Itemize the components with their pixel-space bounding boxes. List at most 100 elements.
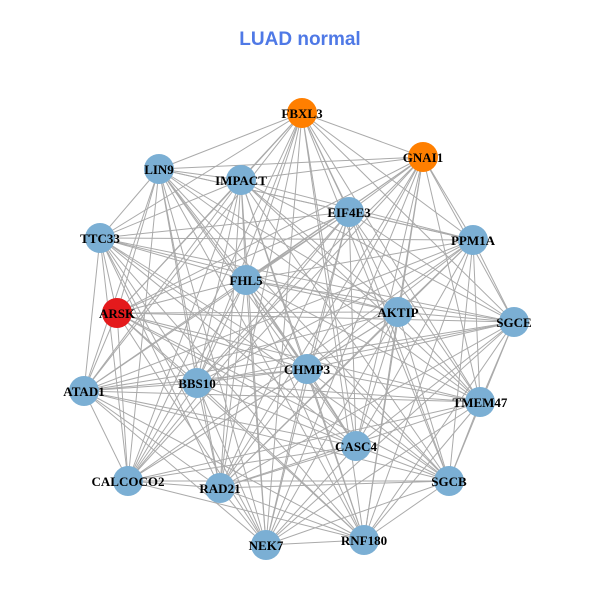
edge-TTC33-BBS10 [99, 237, 198, 384]
node-circle [226, 165, 256, 195]
node-circle [334, 197, 364, 227]
edge-ATAD1-RNF180 [83, 390, 365, 541]
edge-LIN9-CASC4 [158, 168, 357, 447]
edge-TTC33-RAD21 [99, 237, 221, 489]
edge-CHMP3-CASC4 [306, 368, 357, 447]
node-CALCOCO2: CALCOCO2 [92, 466, 165, 496]
node-RAD21: RAD21 [199, 473, 241, 503]
node-circle [69, 376, 99, 406]
edge-FHL5-AKTIP [245, 279, 399, 313]
node-circle [287, 98, 317, 128]
edge-IMPACT-ATAD1 [83, 179, 242, 392]
edge-CALCOCO2-RNF180 [127, 480, 365, 541]
edge-EIF4E3-PPM1A [348, 211, 474, 241]
edge-FHL5-SGCE [245, 279, 515, 323]
edge-EIF4E3-SGCE [348, 211, 515, 323]
edge-ATAD1-NEK7 [83, 390, 267, 546]
edge-ARSK-RNF180 [116, 312, 365, 541]
node-label: BBS10 [178, 376, 216, 391]
edge-FBXL3-BBS10 [196, 112, 303, 384]
edge-SGCE-CHMP3 [306, 321, 515, 370]
node-circle [113, 466, 143, 496]
node-LIN9: LIN9 [144, 154, 174, 184]
edge-FBXL3-SGCB [301, 112, 450, 482]
edge-LIN9-RAD21 [158, 168, 221, 489]
node-circle [341, 431, 371, 461]
edge-SGCE-RAD21 [219, 321, 515, 489]
edge-ARSK-CASC4 [116, 312, 357, 447]
edge-ARSK-CHMP3 [116, 312, 308, 370]
edge-CHMP3-TMEM47 [306, 368, 481, 403]
edge-AKTIP-ATAD1 [83, 311, 399, 392]
node-label: SGCE [496, 315, 531, 330]
node-label: CALCOCO2 [92, 474, 165, 489]
node-NEK7: NEK7 [249, 530, 284, 560]
edge-FBXL3-RAD21 [219, 112, 303, 489]
node-AKTIP: AKTIP [377, 297, 419, 327]
edge-RAD21-RNF180 [219, 487, 365, 541]
node-circle [499, 307, 529, 337]
edge-AKTIP-SGCE [397, 311, 515, 323]
node-RNF180: RNF180 [341, 525, 387, 555]
edge-BBS10-TMEM47 [196, 382, 481, 403]
edge-LIN9-NEK7 [158, 168, 267, 546]
edge-AKTIP-RAD21 [219, 311, 399, 489]
edge-FHL5-SGCB [245, 279, 450, 482]
node-label: RAD21 [199, 481, 240, 496]
node-label: FBXL3 [281, 106, 323, 121]
node-label: EIF4E3 [327, 205, 371, 220]
edge-TTC33-ATAD1 [83, 237, 101, 392]
node-EIF4E3: EIF4E3 [327, 197, 371, 227]
edge-FBXL3-SGCE [301, 112, 515, 323]
edge-CASC4-SGCB [355, 445, 450, 482]
node-label: ATAD1 [63, 384, 104, 399]
edge-GNAI1-CALCOCO2 [127, 156, 424, 482]
edge-AKTIP-TMEM47 [397, 311, 481, 403]
node-ATAD1: ATAD1 [63, 376, 105, 406]
node-label: IMPACT [215, 173, 267, 188]
edge-TTC33-FHL5 [99, 237, 247, 281]
edge-LIN9-TTC33 [99, 168, 160, 239]
edge-SGCE-NEK7 [265, 321, 515, 546]
edge-FHL5-NEK7 [245, 279, 267, 546]
edge-IMPACT-TTC33 [99, 179, 242, 239]
node-label: CHMP3 [284, 362, 331, 377]
node-circle [292, 354, 322, 384]
node-TMEM47: TMEM47 [453, 387, 508, 417]
edge-LIN9-CALCOCO2 [127, 168, 160, 482]
edge-FHL5-BBS10 [196, 279, 247, 384]
edge-LIN9-SGCB [158, 168, 450, 482]
edge-LIN9-FHL5 [158, 168, 247, 281]
edge-CASC4-CALCOCO2 [127, 445, 357, 482]
edge-FBXL3-CASC4 [301, 112, 357, 447]
edge-TTC33-CHMP3 [99, 237, 308, 370]
edge-IMPACT-AKTIP [240, 179, 399, 313]
edge-GNAI1-BBS10 [196, 156, 424, 384]
edge-FHL5-RAD21 [219, 279, 247, 489]
edge-AKTIP-NEK7 [265, 311, 399, 546]
edge-EIF4E3-TMEM47 [348, 211, 481, 403]
node-circle [465, 387, 495, 417]
edge-BBS10-NEK7 [196, 382, 267, 546]
edge-CASC4-NEK7 [265, 445, 357, 546]
edge-EIF4E3-TTC33 [99, 211, 350, 239]
edge-FBXL3-NEK7 [265, 112, 303, 546]
node-label: SGCB [431, 474, 467, 489]
edge-FBXL3-CALCOCO2 [127, 112, 303, 482]
edge-GNAI1-IMPACT [240, 156, 424, 181]
node-circle [408, 142, 438, 172]
edge-SGCB-NEK7 [265, 480, 450, 546]
edge-TTC33-PPM1A [99, 237, 474, 241]
edge-IMPACT-BBS10 [196, 179, 242, 384]
edge-FHL5-TMEM47 [245, 279, 481, 403]
edge-BBS10-CALCOCO2 [127, 382, 198, 482]
edge-FBXL3-FHL5 [245, 112, 303, 281]
edge-IMPACT-SGCE [240, 179, 515, 323]
edge-TMEM47-CALCOCO2 [127, 401, 481, 482]
edge-CHMP3-RAD21 [219, 368, 308, 489]
node-TTC33: TTC33 [80, 223, 120, 253]
edge-EIF4E3-RAD21 [219, 211, 350, 489]
edge-PPM1A-SGCE [472, 239, 515, 323]
